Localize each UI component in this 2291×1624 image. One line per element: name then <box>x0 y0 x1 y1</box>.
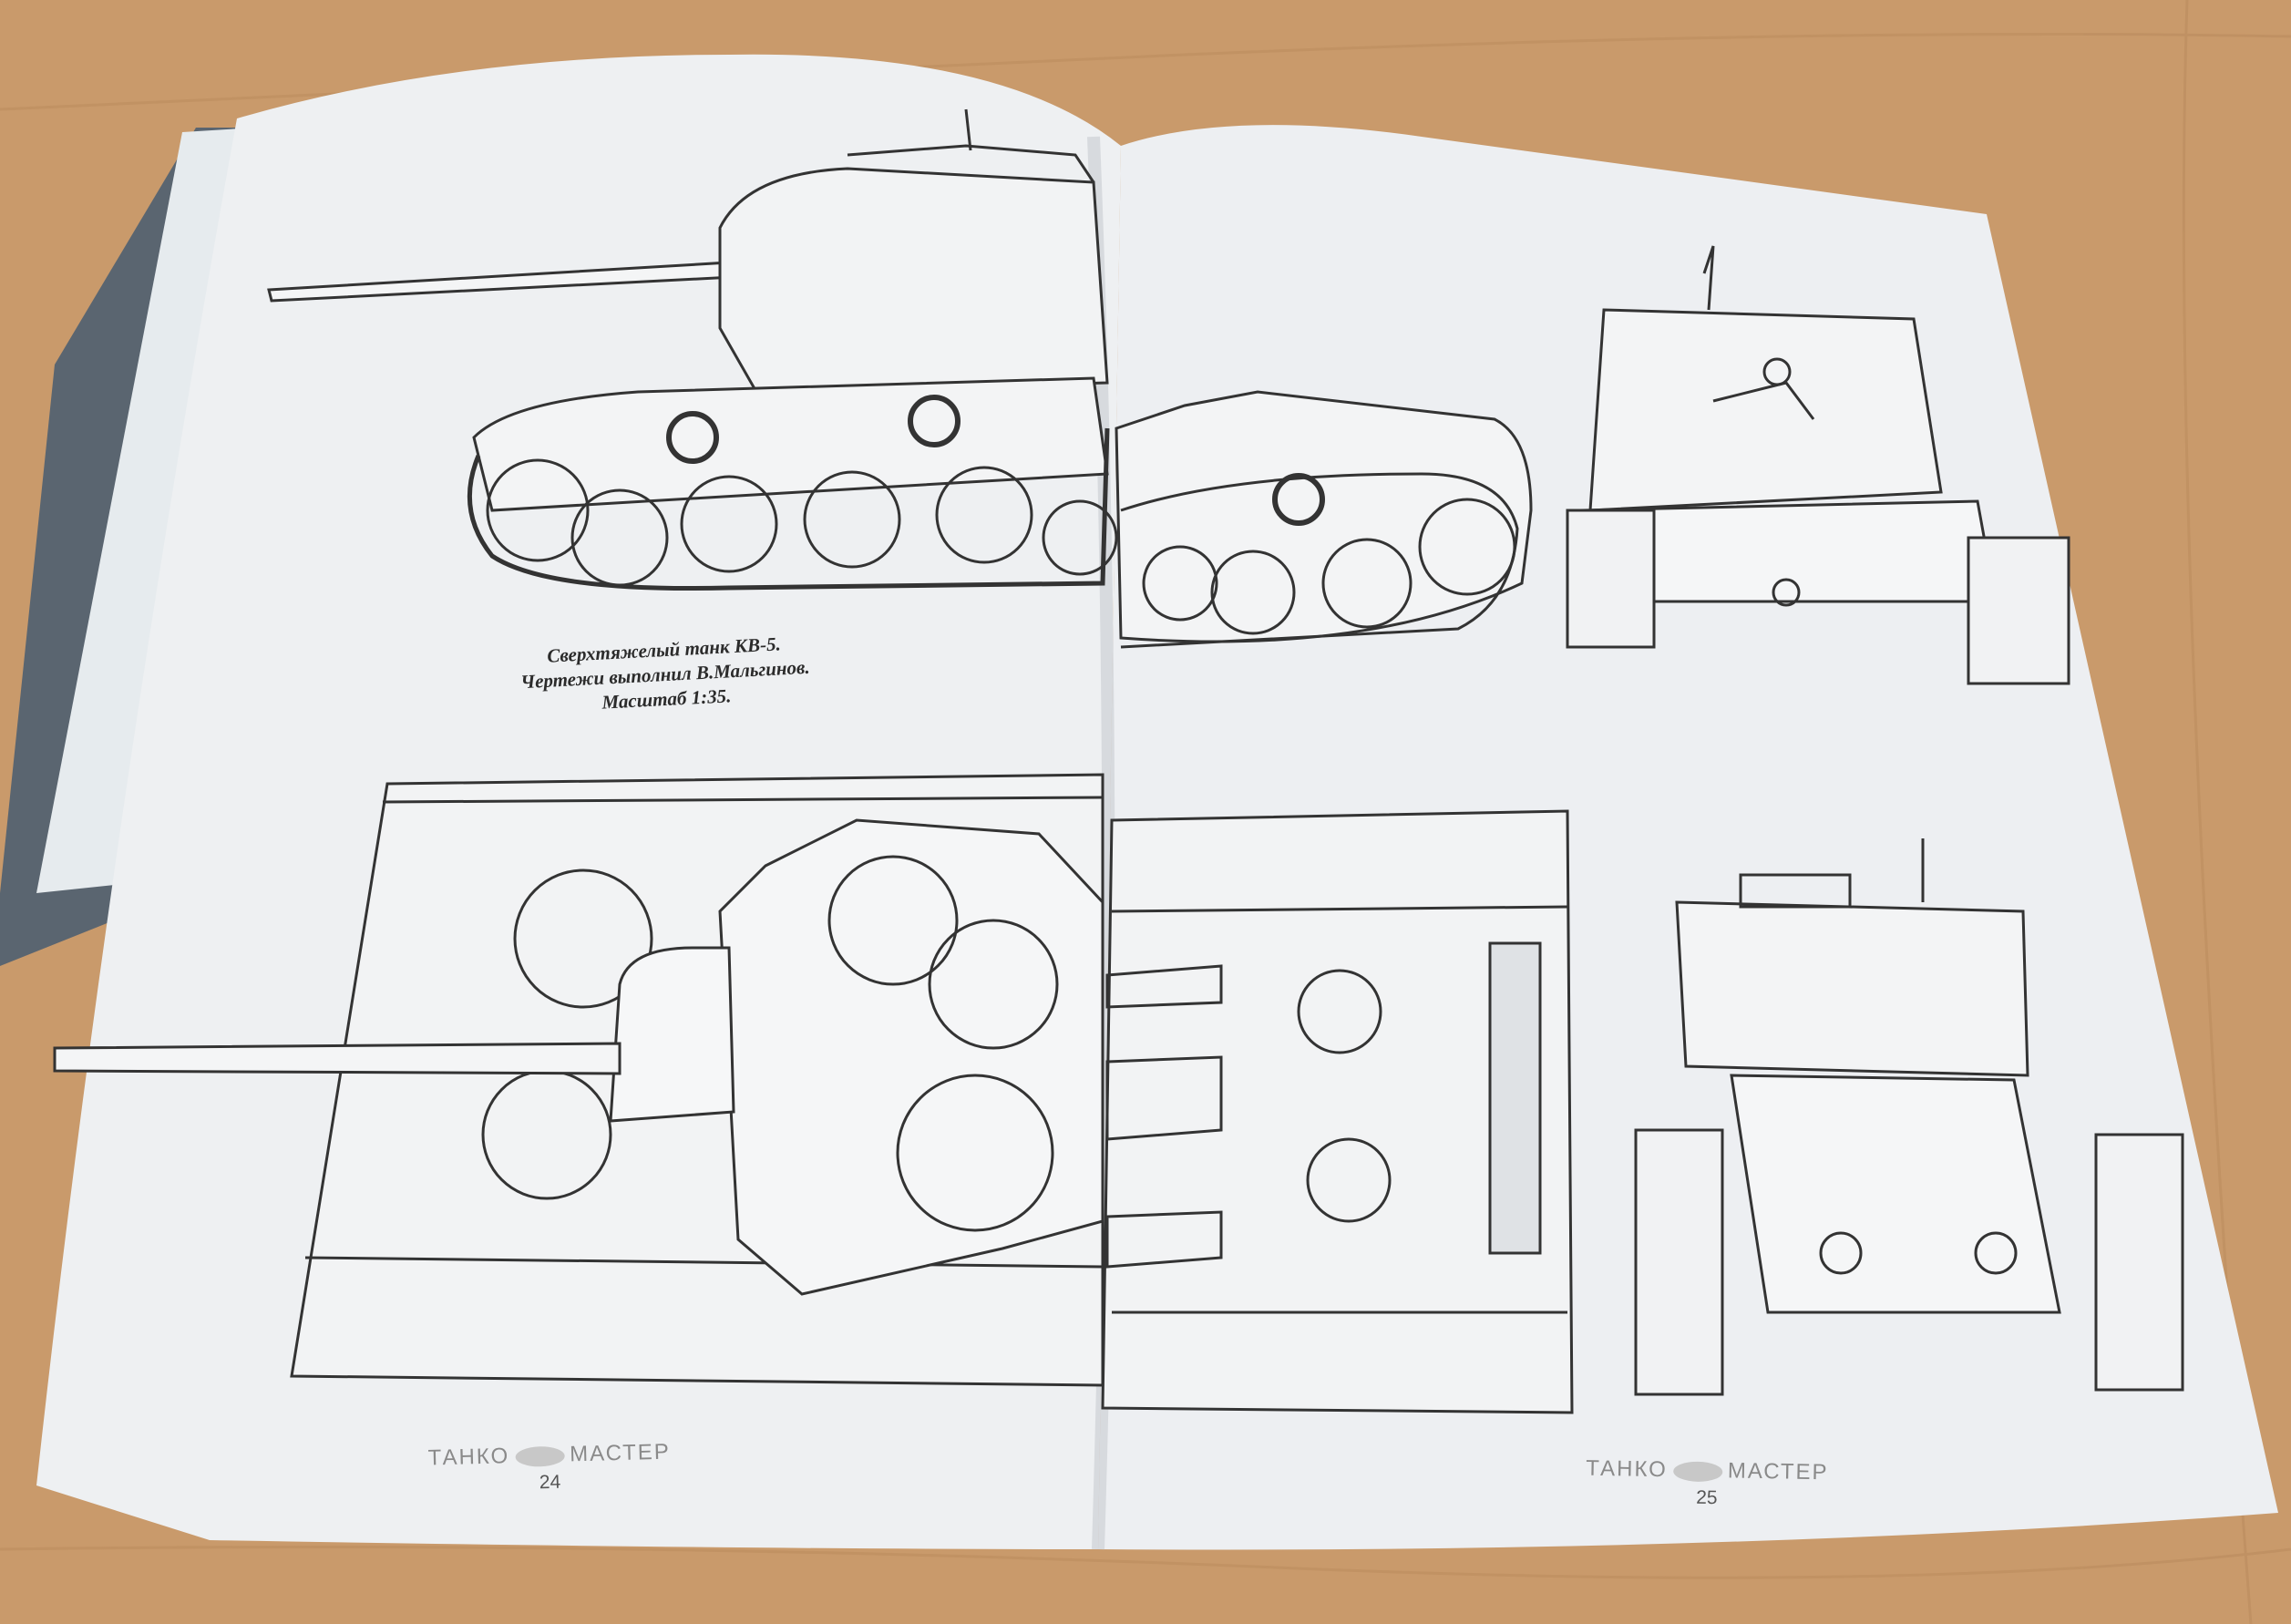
top-view-drawing-left <box>53 773 1104 1387</box>
side-view-drawing-left <box>267 108 1118 591</box>
tank-logo-icon <box>1672 1461 1723 1482</box>
top-view-drawing-right <box>1101 809 1574 1414</box>
footer-brand-left: ТАНКО <box>1586 1455 1669 1483</box>
front-view-drawing-right <box>1566 245 2070 685</box>
tank-logo-icon <box>514 1445 565 1467</box>
side-view-drawing-right <box>1115 390 1533 649</box>
footer-brand-right: МАСТЕР <box>1727 1458 1829 1485</box>
page-number-right: 25 <box>1695 1486 1718 1509</box>
footer-brand-left: ТАНКО <box>427 1444 510 1471</box>
rear-view-drawing-right <box>1634 838 2184 1396</box>
footer-right: ТАНКО МАСТЕР 25 <box>1586 1456 1829 1512</box>
footer-brand-right: МАСТЕР <box>569 1439 672 1467</box>
